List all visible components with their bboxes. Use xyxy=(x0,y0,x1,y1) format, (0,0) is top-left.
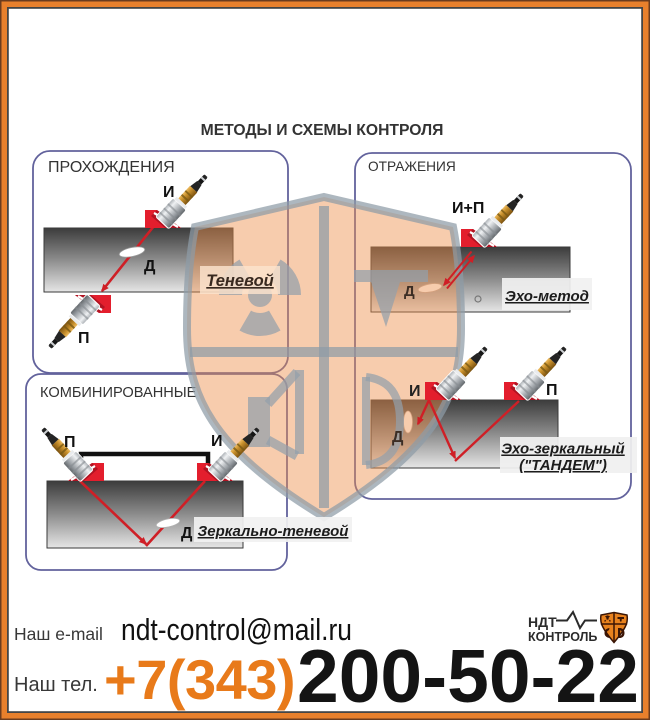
svg-text:Зеркально-теневой: Зеркально-теневой xyxy=(198,523,349,540)
svg-text:КОНТРОЛЬ: КОНТРОЛЬ xyxy=(528,630,597,644)
svg-text:Д: Д xyxy=(181,525,193,542)
svg-text:Д: Д xyxy=(144,258,156,275)
svg-text:И: И xyxy=(211,433,223,450)
svg-text:Д: Д xyxy=(404,283,415,300)
svg-text:НДТ: НДТ xyxy=(528,614,557,630)
svg-text:П: П xyxy=(78,330,90,347)
svg-text:И+П: И+П xyxy=(452,200,484,217)
svg-text:П: П xyxy=(64,434,76,451)
svg-text:П: П xyxy=(546,382,558,399)
svg-text:200-50-22: 200-50-22 xyxy=(297,634,639,718)
svg-text:Эхо-метод: Эхо-метод xyxy=(505,288,589,305)
svg-text:ПРОХОЖДЕНИЯ: ПРОХОЖДЕНИЯ xyxy=(48,159,175,176)
svg-text:Наш e-mail: Наш e-mail xyxy=(14,624,103,644)
svg-text:И: И xyxy=(163,184,175,201)
svg-text:Эхо-зеркальный: Эхо-зеркальный xyxy=(501,441,624,458)
svg-text:ndt-control@mail.ru: ndt-control@mail.ru xyxy=(121,612,352,647)
svg-text:("ТАНДЕМ"): ("ТАНДЕМ") xyxy=(519,457,607,474)
svg-text:МЕТОДЫ И СХЕМЫ КОНТРОЛЯ: МЕТОДЫ И СХЕМЫ КОНТРОЛЯ xyxy=(201,122,444,139)
svg-text:И: И xyxy=(409,383,421,400)
svg-text:КОМБИНИРОВАННЫЕ: КОМБИНИРОВАННЫЕ xyxy=(40,385,197,401)
svg-text:Теневой: Теневой xyxy=(206,272,273,290)
svg-text:ОТРАЖЕНИЯ: ОТРАЖЕНИЯ xyxy=(368,159,456,174)
svg-text:Наш тел.: Наш тел. xyxy=(14,674,98,696)
svg-text:+7(343): +7(343) xyxy=(104,648,295,711)
svg-text:Д: Д xyxy=(392,429,404,446)
